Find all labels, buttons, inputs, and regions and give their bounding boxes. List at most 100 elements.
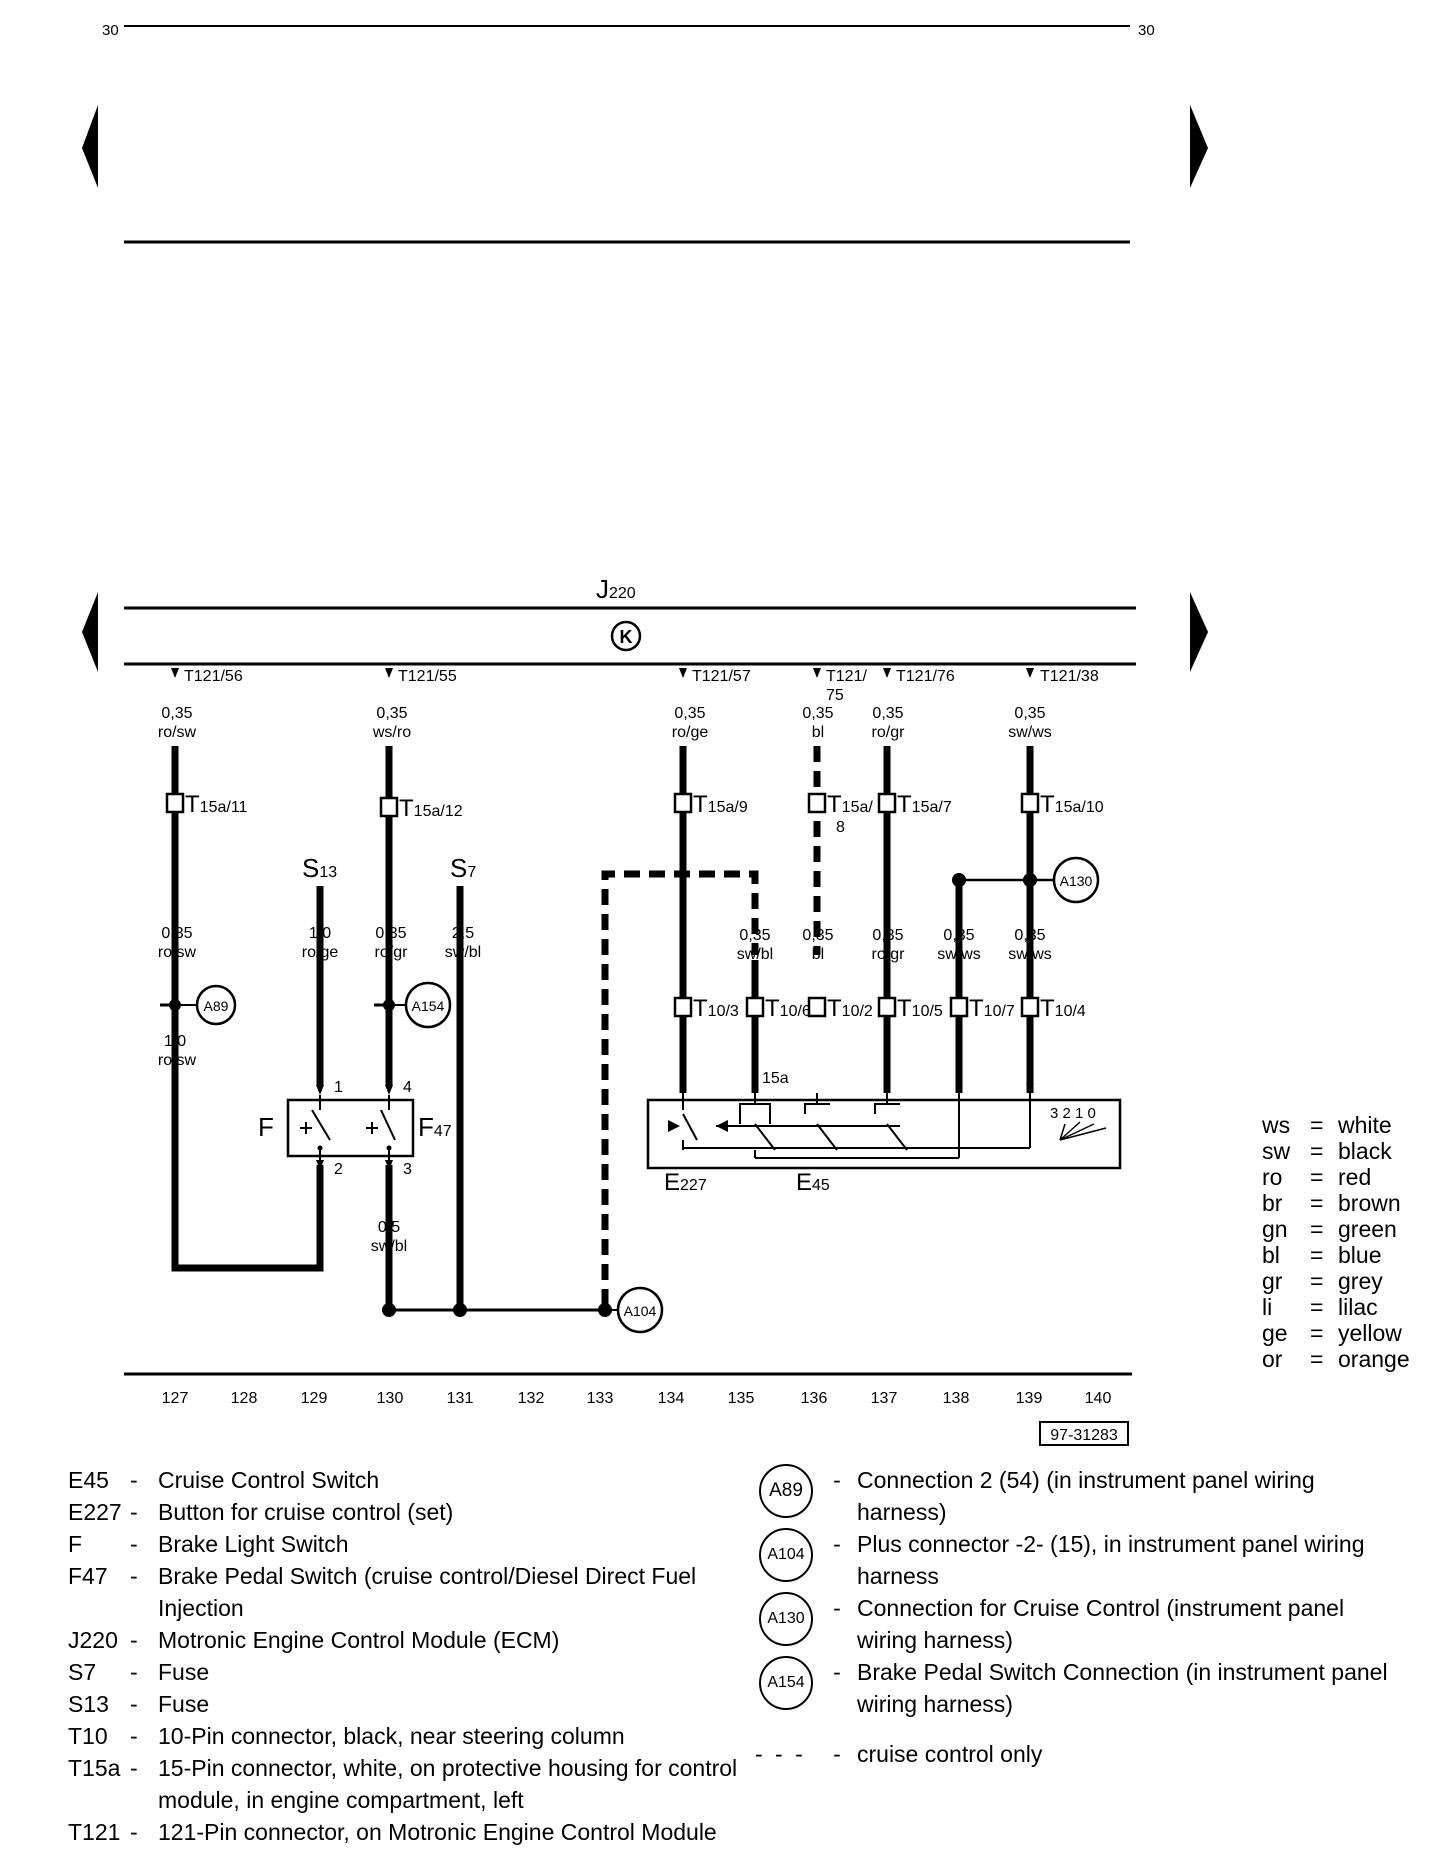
equals-sign: = <box>1310 1268 1324 1294</box>
component-legend: E45-Cruise Control Switch E227-Button fo… <box>68 1464 748 1848</box>
junction-dot <box>1023 873 1037 887</box>
switch-f47-label: F47 <box>418 1112 452 1142</box>
legend-row: S7-Fuse <box>68 1656 748 1688</box>
dashed-wire-a104 <box>601 870 759 1305</box>
legend-description: Motronic Engine Control Module (ECM) <box>158 1627 560 1653</box>
color-abbr: ge <box>1262 1320 1288 1346</box>
next-page-arrow[interactable] <box>1190 105 1208 188</box>
figure-id-box <box>1039 1421 1129 1446</box>
ruler-number: 131 <box>447 1390 474 1407</box>
pin-t121-57: T121/57 <box>692 668 751 685</box>
color-code-row: br=brown <box>1262 1190 1410 1216</box>
legend-dash: - <box>833 1595 841 1621</box>
legend-code: E45 <box>68 1467 109 1493</box>
connector-circle: A104 <box>759 1528 813 1582</box>
wire-size: 0,35 <box>943 927 974 944</box>
legend-dash: - <box>833 1467 841 1493</box>
legend-row: T10-10-Pin connector, black, near steeri… <box>68 1720 748 1752</box>
color-name: grey <box>1338 1268 1383 1294</box>
legend-row: F-Brake Light Switch <box>68 1528 748 1560</box>
pin-2: 2 <box>334 1161 343 1178</box>
color-name: black <box>1338 1138 1392 1164</box>
legend-row: A154-Brake Pedal Switch Connection (in i… <box>755 1656 1405 1720</box>
connector-symbol: A154 <box>755 1656 817 1718</box>
wire-size: 0,35 <box>802 927 833 944</box>
pin-t121-55: T121/55 <box>398 668 457 685</box>
color-abbr: gr <box>1262 1268 1283 1294</box>
wire-size: 0,35 <box>1014 927 1045 944</box>
color-name: lilac <box>1338 1294 1378 1320</box>
figure-id: 97-31283 <box>1050 1427 1118 1444</box>
legend-description: Plus connector -2- (15), in instrument p… <box>857 1531 1365 1589</box>
ruler-number: 134 <box>658 1390 685 1407</box>
legend-description: Connection for Cruise Control (instrumen… <box>857 1595 1345 1653</box>
equals-sign: = <box>1310 1294 1324 1320</box>
legend-row: T15a-15-Pin connector, white, on protect… <box>68 1752 748 1816</box>
pin-t121-38: T121/38 <box>1040 668 1099 685</box>
ruler-number: 140 <box>1085 1390 1112 1407</box>
ruler-number: 128 <box>231 1390 258 1407</box>
t10-7-label: T10/7 <box>969 995 1015 1022</box>
legend-description: Brake Pedal Switch Connection (in instru… <box>857 1659 1388 1717</box>
color-code-row: gr = grey <box>1262 1268 1410 1294</box>
wire-size: 0,35 <box>872 705 903 722</box>
legend-code: F47 <box>68 1563 108 1589</box>
color-name: green <box>1338 1216 1397 1242</box>
color-code-row: li=lilac <box>1262 1294 1410 1320</box>
color-abbr: br <box>1262 1190 1283 1216</box>
color-abbr: bl <box>1262 1242 1280 1268</box>
equals-sign: = <box>1310 1320 1324 1346</box>
next-page-arrow[interactable] <box>1190 592 1208 672</box>
a104-connector-label: A104 <box>624 1303 657 1319</box>
wire-color: ro/gr <box>375 944 409 961</box>
wire-size: 0,35 <box>674 705 705 722</box>
wire-color: ws/ro <box>372 724 411 741</box>
previous-page-arrow[interactable] <box>82 592 98 672</box>
wire-color: sw/bl <box>371 1238 407 1255</box>
color-abbr: gn <box>1262 1216 1288 1242</box>
t15a-7-label: T15a/7 <box>897 791 952 818</box>
legend-description: Button for cruise control (set) <box>158 1499 454 1525</box>
ruler-number: 132 <box>518 1390 545 1407</box>
a104-connector-symbol <box>616 1286 664 1334</box>
legend-row: T121-121-Pin connector, on Motronic Engi… <box>68 1816 748 1848</box>
color-name: red <box>1338 1164 1372 1190</box>
t10-6-label: T10/6 <box>765 995 811 1022</box>
ruler-number: 137 <box>871 1390 898 1407</box>
pin-t121-56: T121/56 <box>184 668 243 685</box>
connector-circle: A154 <box>759 1656 813 1710</box>
legend-code: F <box>68 1531 83 1557</box>
equals-sign: = <box>1310 1216 1324 1242</box>
legend-row: A104-Plus connector -2- (15), in instrum… <box>755 1528 1405 1592</box>
wire-size: 0,35 <box>872 927 903 944</box>
legend-description: Brake Light Switch <box>158 1531 349 1557</box>
legend-code: J220 <box>68 1627 118 1653</box>
t15a-12-label: T15a/12 <box>399 795 463 822</box>
connector-circle: A130 <box>759 1592 813 1646</box>
pin-t121-75-number: 75 <box>826 687 844 704</box>
legend-description: Fuse <box>158 1691 210 1717</box>
wire-color: ro/ge <box>672 724 709 741</box>
wire-size: 0,35 <box>739 927 770 944</box>
fuse-s7-label: S7 <box>450 853 476 883</box>
equals-sign: = <box>1310 1138 1324 1164</box>
previous-page-arrow[interactable] <box>82 105 98 188</box>
legend-description: Cruise Control Switch <box>158 1467 380 1493</box>
equals-sign: = <box>1310 1190 1324 1216</box>
ruler-numbers: 127 128 129 130 131 132 133 134 135 136 … <box>162 1390 1112 1407</box>
switch-f-label: F <box>258 1112 274 1142</box>
ruler-number: 136 <box>801 1390 828 1407</box>
junction-dot <box>382 1303 396 1317</box>
t10-5-label: T10/5 <box>897 995 943 1022</box>
wire-color: sw/bl <box>737 946 773 963</box>
legend-description: 121-Pin connector, on Motronic Engine Co… <box>158 1819 717 1845</box>
page-number-left: 30 <box>102 22 119 39</box>
color-abbr: ws <box>1262 1112 1291 1138</box>
color-name: yellow <box>1338 1320 1402 1346</box>
legend-row: A89-Connection 2 (54) (in instrument pan… <box>755 1464 1405 1528</box>
legend-code: S13 <box>68 1691 109 1717</box>
wire-color: ro/sw <box>158 724 197 741</box>
wire-color: sw/ws <box>937 946 981 963</box>
t15a-8-number: 8 <box>836 819 845 836</box>
wire-color: sw/ws <box>1008 946 1052 963</box>
